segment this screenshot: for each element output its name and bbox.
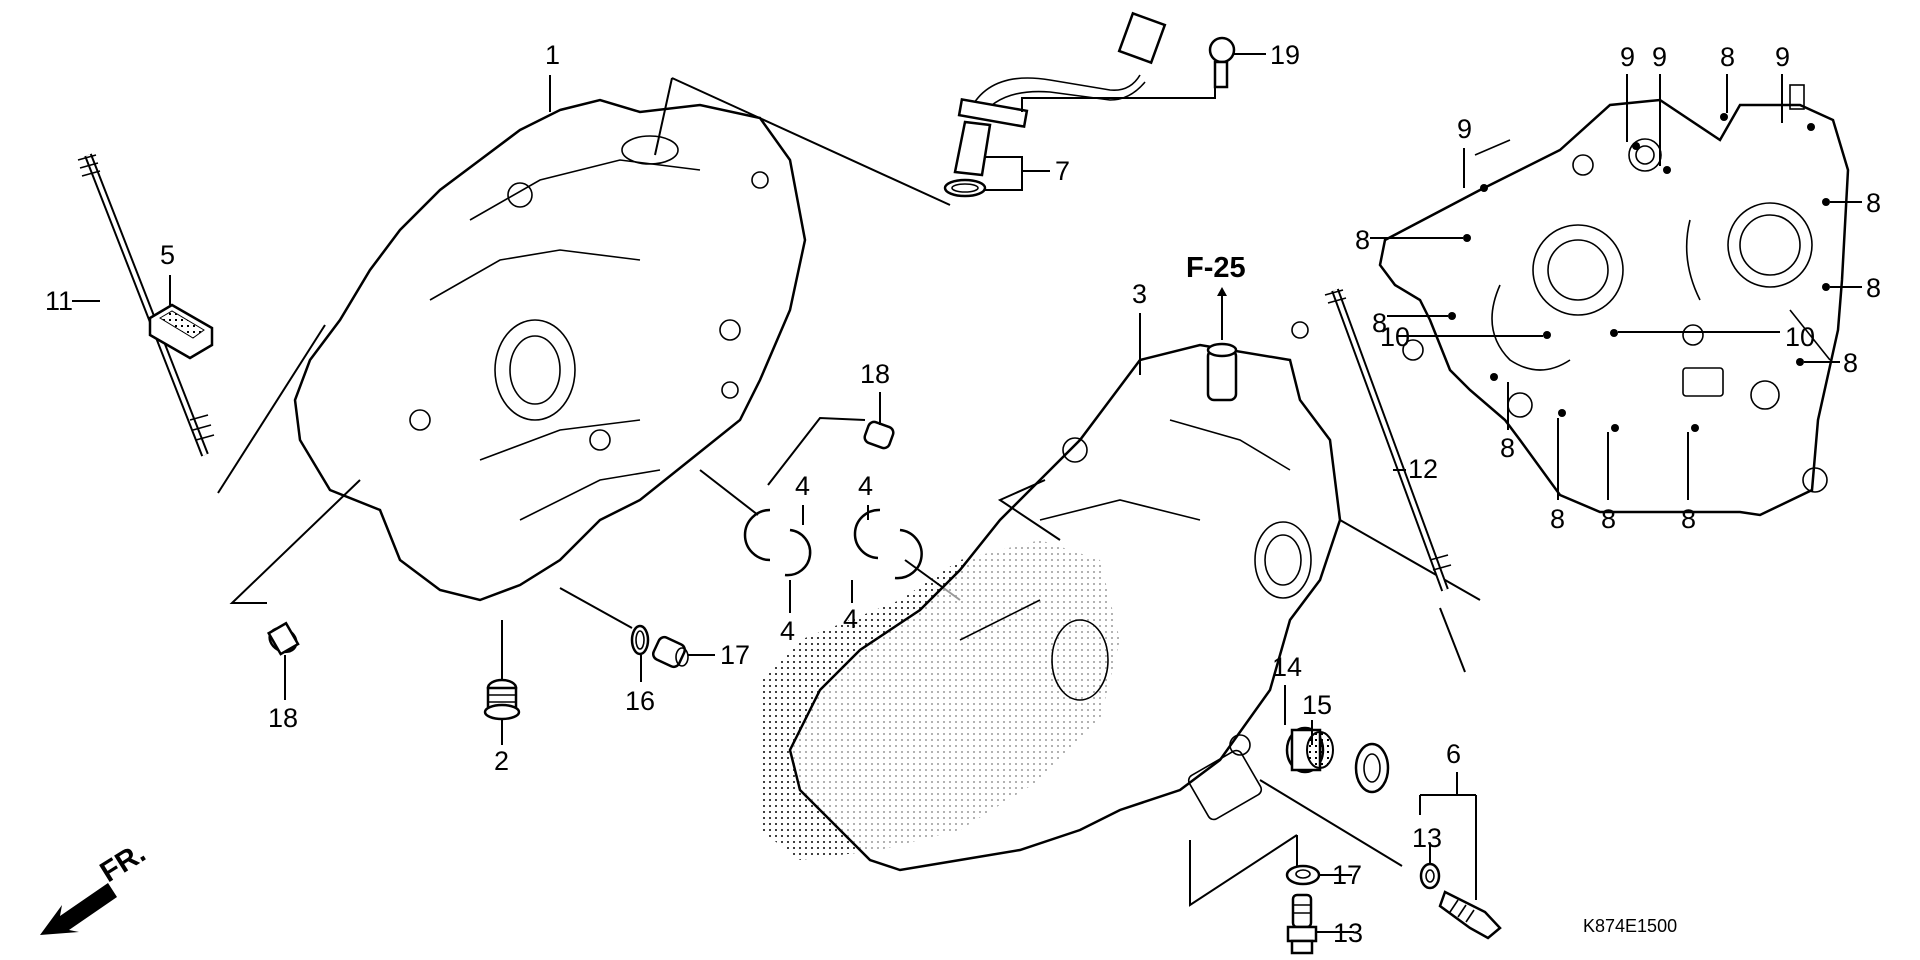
callout-9-top-1: 9 xyxy=(1620,42,1635,72)
callout-8-left-1: 8 xyxy=(1355,225,1370,255)
crank-bearing-right[interactable] xyxy=(853,508,923,580)
leader-line xyxy=(1339,519,1481,601)
leader-line xyxy=(217,324,326,494)
callout-9-top-2: 9 xyxy=(1652,42,1667,72)
right-crankcase-half[interactable] xyxy=(760,321,1342,872)
callout-6: 6 xyxy=(1446,739,1461,769)
oil-seal[interactable] xyxy=(1354,742,1390,794)
callout-3: 3 xyxy=(1132,279,1147,309)
front-direction-label: FR. xyxy=(95,837,152,889)
o-ring[interactable] xyxy=(630,624,650,656)
callout-19: 19 xyxy=(1270,40,1300,70)
stud-bolt[interactable] xyxy=(1324,288,1452,592)
front-direction-arrow-icon xyxy=(40,883,117,935)
left-crankcase-half[interactable] xyxy=(293,98,807,602)
needle-bearing[interactable] xyxy=(1285,726,1334,774)
callout-8-bottom-2: 8 xyxy=(1550,504,1565,534)
leader-line xyxy=(997,479,1061,541)
drawing-code: K874E1500 xyxy=(1583,916,1677,936)
dowel-pin[interactable] xyxy=(265,621,300,656)
callout-13: 14 xyxy=(1272,652,1302,682)
callout-8-top: 8 xyxy=(1720,42,1735,72)
callout-10-left: 11 xyxy=(45,286,73,316)
callout-8-left-2: 8 xyxy=(1372,308,1387,338)
bolt-hole-markers xyxy=(1448,113,1830,432)
speed-sensor[interactable] xyxy=(943,11,1167,198)
callout-10-right: 12 xyxy=(1408,454,1438,484)
callout-9-left-top: 9 xyxy=(1457,114,1472,144)
callout-14: 15 xyxy=(1302,690,1332,720)
leader-line xyxy=(229,479,361,604)
callout-18-bottom: 18 xyxy=(268,703,298,733)
leader-line xyxy=(985,156,1050,191)
callout-5: 5 xyxy=(160,240,175,270)
callout-7: 7 xyxy=(1055,156,1070,186)
callout-12: 13 xyxy=(1412,823,1442,853)
reference-f25[interactable]: F-25 xyxy=(1186,252,1246,284)
stud-bolt[interactable] xyxy=(77,153,215,457)
leader-line xyxy=(699,469,759,516)
callout-9-top-3: 9 xyxy=(1775,42,1790,72)
callout-15: 16 xyxy=(625,686,655,716)
callout-18-top: 18 xyxy=(860,359,890,389)
neutral-switch[interactable] xyxy=(1438,890,1502,940)
callout-9-mid-right: 10 xyxy=(1785,322,1815,352)
dowel-pin[interactable] xyxy=(863,420,895,450)
callout-8-bottom-1: 8 xyxy=(1500,433,1515,463)
leader-line xyxy=(1259,779,1403,867)
oil-strainer[interactable] xyxy=(148,303,214,360)
drain-plug[interactable] xyxy=(483,678,521,721)
leader-line xyxy=(1439,607,1466,673)
callout-2: 2 xyxy=(494,746,509,776)
crank-bearing-left[interactable] xyxy=(743,508,812,577)
callout-8-right-2: 8 xyxy=(1866,273,1881,303)
sealing-washer[interactable] xyxy=(1285,864,1321,886)
leader-line xyxy=(767,416,866,486)
callout-4-bottom-left: 4 xyxy=(780,616,795,646)
collar[interactable] xyxy=(651,635,689,669)
callout-4-top-left: 4 xyxy=(795,471,810,501)
callout-17: 17 xyxy=(720,640,750,670)
callout-8-bottom-4: 8 xyxy=(1681,504,1696,534)
leader-line xyxy=(1189,834,1298,907)
washer[interactable] xyxy=(1419,862,1441,890)
callout-4-top-right: 4 xyxy=(858,471,873,501)
leader-line xyxy=(654,77,951,206)
callout-1: 1 xyxy=(545,40,560,70)
leader-line xyxy=(559,587,633,629)
arrow-up-icon xyxy=(1217,287,1227,296)
callout-8-right-3: 8 xyxy=(1843,348,1858,378)
leader-line xyxy=(1419,772,1477,900)
crankcase-side-view[interactable] xyxy=(1378,84,1850,517)
callout-8-bottom-3: 8 xyxy=(1601,504,1616,534)
drain-bolt[interactable] xyxy=(1286,893,1318,955)
sensor-bolt[interactable] xyxy=(1208,36,1236,89)
leader-line xyxy=(1021,88,1216,112)
callout-8-right-1: 8 xyxy=(1866,188,1881,218)
